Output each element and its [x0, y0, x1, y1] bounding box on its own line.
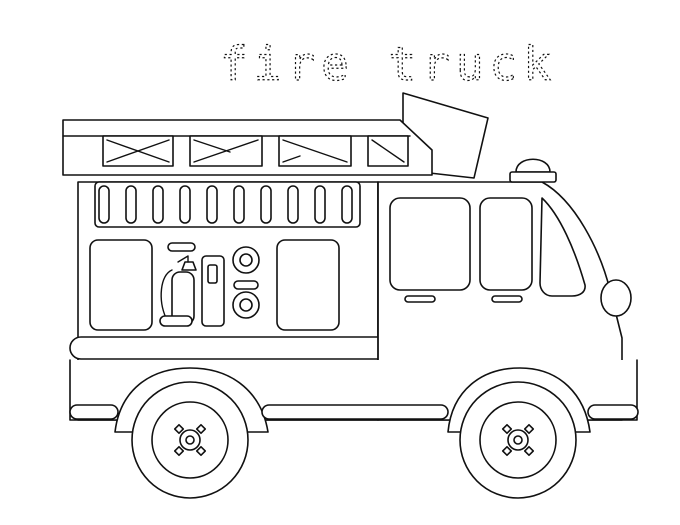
compartment-right: [276, 239, 340, 331]
cab-window-left: [389, 197, 471, 291]
pipe-rack: [94, 181, 361, 228]
wheel-icon: [131, 381, 249, 499]
fire-truck-illustration: [62, 92, 639, 499]
wheel-icon: [459, 381, 577, 499]
siren-light-icon: [509, 158, 557, 183]
panel-slot: [167, 242, 196, 252]
ladder-icon: [62, 119, 433, 176]
cab-window-right: [479, 197, 533, 291]
windshield: [539, 197, 586, 297]
compartment-left: [89, 239, 153, 331]
fire-extinguisher-icon: [159, 255, 197, 327]
tracing-title: fire truck: [220, 37, 557, 91]
headlight: [600, 279, 632, 317]
